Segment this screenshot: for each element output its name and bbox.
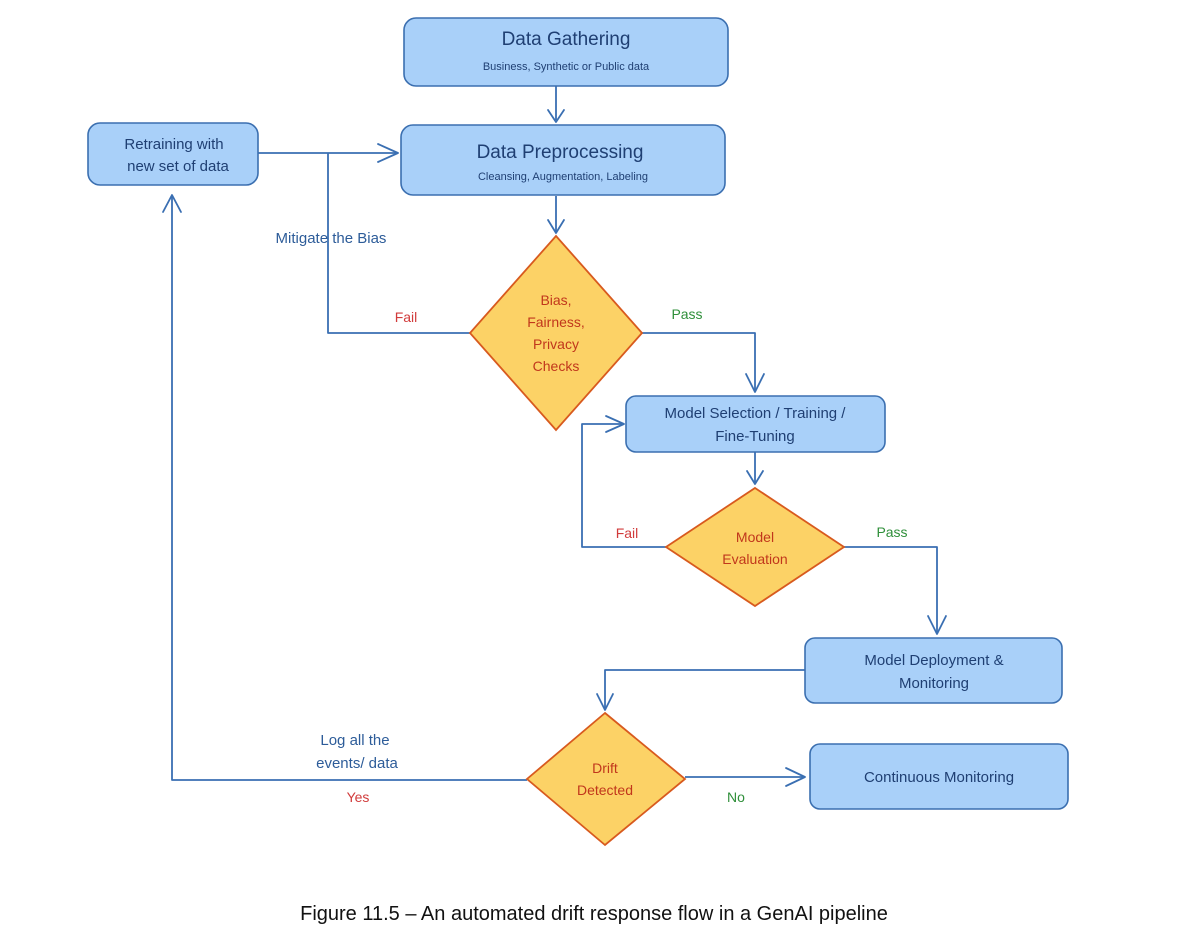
drift-detected-line1: Drift: [592, 760, 618, 776]
model-selection-line1: Model Selection / Training /: [665, 405, 847, 422]
arrowhead-model-selection-left: [605, 415, 625, 433]
bias-checks-line4: Checks: [533, 358, 580, 374]
label-drift-yes: Yes: [347, 789, 370, 805]
label-mitigate-bias: Mitigate the Bias: [276, 230, 387, 247]
arrowhead-evaluation-top: [746, 470, 764, 485]
node-drift-detected: Drift Detected: [525, 711, 687, 847]
label-eval-fail: Fail: [616, 525, 639, 541]
arrowhead-preprocessing-left: [377, 143, 399, 163]
label-log-line1: Log all the: [320, 732, 389, 749]
label-bias-fail: Fail: [395, 309, 418, 325]
flow-diagram: Data Gathering Business, Synthetic or Pu…: [87, 17, 1069, 847]
bias-checks-line3: Privacy: [533, 336, 579, 352]
label-drift-no: No: [727, 789, 745, 805]
arrowhead-model-selection-top: [745, 373, 765, 393]
data-gathering-title: Data Gathering: [502, 29, 631, 50]
model-evaluation-line1: Model: [736, 529, 774, 545]
label-eval-pass: Pass: [876, 524, 907, 540]
bias-checks-line2: Fairness,: [527, 314, 585, 330]
label-bias-pass: Pass: [671, 306, 702, 322]
arrowhead-continuous-left: [785, 767, 806, 787]
arrowhead-preprocessing-top: [547, 109, 565, 123]
data-preprocessing-title: Data Preprocessing: [477, 142, 644, 163]
edge-bias-pass: [642, 332, 756, 390]
node-model-deployment: Model Deployment & Monitoring: [804, 637, 1063, 704]
node-model-selection: Model Selection / Training / Fine-Tuning: [625, 395, 886, 453]
figure-caption: Figure 11.5 – An automated drift respons…: [300, 903, 888, 925]
continuous-monitoring-title: Continuous Monitoring: [864, 769, 1014, 786]
bias-checks-line1: Bias,: [540, 292, 571, 308]
arrowhead-bias-top: [547, 219, 565, 234]
model-evaluation-line2: Evaluation: [722, 551, 787, 567]
model-selection-line2: Fine-Tuning: [715, 428, 794, 445]
edge-bias-fail: [327, 153, 470, 334]
edge-drift-yes: [171, 195, 527, 781]
node-bias-checks: Bias, Fairness, Privacy Checks: [468, 234, 644, 432]
arrowhead-deployment-top: [927, 615, 947, 635]
model-deployment-line2: Monitoring: [899, 675, 969, 692]
edge-eval-pass: [844, 546, 938, 632]
arrowhead-retraining-bottom: [162, 194, 182, 213]
drift-detected-line2: Detected: [577, 782, 633, 798]
node-continuous-monitoring: Continuous Monitoring: [809, 743, 1069, 810]
arrowhead-drift-top: [596, 693, 614, 711]
retraining-line2: new set of data: [127, 158, 229, 175]
edge-eval-fail: [581, 423, 666, 548]
retraining-line1: Retraining with: [124, 136, 223, 153]
node-model-evaluation: Model Evaluation: [664, 486, 846, 608]
node-retraining: Retraining with new set of data: [87, 122, 259, 186]
node-data-gathering: Data Gathering Business, Synthetic or Pu…: [403, 17, 729, 87]
data-gathering-subtitle: Business, Synthetic or Public data: [483, 61, 650, 73]
label-log-line2: events/ data: [316, 755, 398, 772]
node-data-preprocessing: Data Preprocessing Cleansing, Augmentati…: [400, 124, 726, 196]
edge-deployment-to-drift: [604, 669, 805, 708]
data-preprocessing-subtitle: Cleansing, Augmentation, Labeling: [478, 171, 648, 183]
model-deployment-line1: Model Deployment &: [864, 652, 1003, 669]
